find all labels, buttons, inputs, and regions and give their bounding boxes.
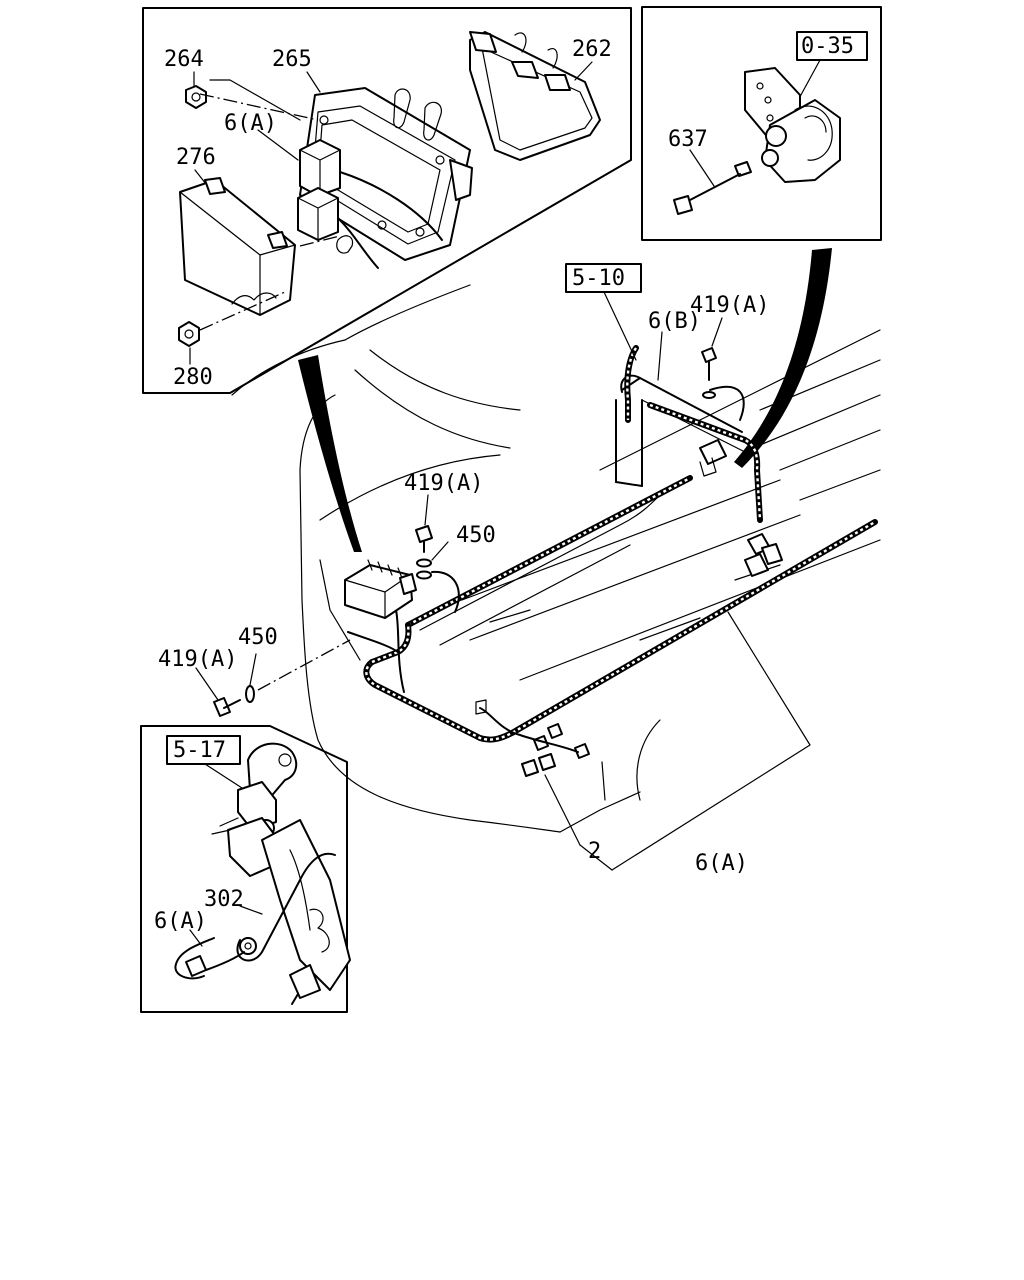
sensor-637 (673, 161, 752, 215)
bolt-419a-left (213, 685, 255, 717)
callout-6a-top: 6(A) (224, 111, 277, 136)
switch-302 (236, 852, 336, 962)
callout-6a-bottom: 6(A) (695, 851, 748, 876)
callout-637: 637 (668, 127, 708, 152)
pointer-left (298, 355, 362, 552)
nut-280 (178, 321, 200, 347)
callout-450-mid: 450 (456, 523, 496, 548)
callout-419a-mid: 419(A) (404, 471, 483, 496)
cover-276 (179, 177, 296, 316)
callout-6b: 6(B) (648, 309, 701, 334)
connectors-2 (475, 699, 590, 777)
frame-connectors (699, 439, 783, 577)
sensor-bracket (744, 67, 841, 183)
callout-264: 264 (164, 47, 204, 72)
ref-box-5-17 (166, 735, 241, 765)
relay-connectors-6a (297, 139, 443, 269)
callout-0-35: 0-35 (801, 34, 854, 59)
callout-2: 2 (588, 839, 601, 864)
ref-box-0-35 (796, 31, 868, 61)
callout-419a-right: 419(A) (690, 293, 769, 318)
callout-5-17: 5-17 (173, 738, 226, 763)
callout-419a-left: 419(A) (158, 647, 237, 672)
pointer-right (734, 248, 832, 468)
control-unit-module (344, 559, 417, 619)
nut-264 (185, 85, 207, 109)
callout-6a-inset: 6(A) (154, 909, 207, 934)
callout-262: 262 (572, 37, 612, 62)
callout-280: 280 (173, 365, 213, 390)
callout-5-10: 5-10 (572, 266, 625, 291)
callout-450-left: 450 (238, 625, 278, 650)
harness-6b (624, 345, 639, 423)
callout-265: 265 (272, 47, 312, 72)
inset-sensor: 0-35 637 (641, 6, 882, 241)
callout-276: 276 (176, 145, 216, 170)
pedal-bracket (211, 742, 351, 1005)
bolt-419a-mid (415, 525, 433, 580)
inset-control-unit: 264 265 262 6(A) 276 280 (142, 7, 632, 394)
callout-302: 302 (204, 887, 244, 912)
connector-6a-inset (174, 937, 245, 980)
main-vehicle-view: 5-10 6(B) 419(A) 419(A) 450 419(A) 450 2… (158, 263, 881, 876)
inset-pedal-switch: 5-17 302 6(A) (140, 725, 351, 1013)
bolt-419a-right (701, 347, 717, 399)
bracket-262 (469, 31, 601, 161)
